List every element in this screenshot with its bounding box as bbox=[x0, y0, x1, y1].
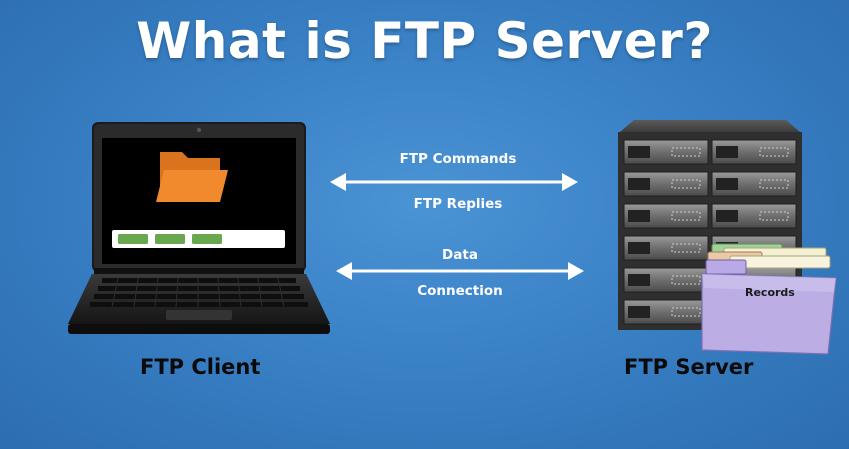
data-label: Data bbox=[442, 247, 478, 263]
data-arrow-icon bbox=[336, 262, 584, 280]
connection-label: Connection bbox=[417, 283, 503, 299]
records-folder-icon bbox=[701, 243, 837, 355]
ftp-client-caption: FTP Client bbox=[140, 355, 261, 379]
ftp-replies-label: FTP Replies bbox=[413, 196, 503, 212]
folder-icon bbox=[156, 152, 228, 202]
ftp-commands-label: FTP Commands bbox=[399, 151, 517, 167]
laptop-icon bbox=[68, 122, 330, 334]
ftp-server-caption: FTP Server bbox=[624, 355, 754, 379]
control-arrow-icon bbox=[330, 173, 578, 191]
page-title: What is FTP Server? bbox=[136, 12, 713, 70]
records-label: Records bbox=[745, 286, 795, 299]
